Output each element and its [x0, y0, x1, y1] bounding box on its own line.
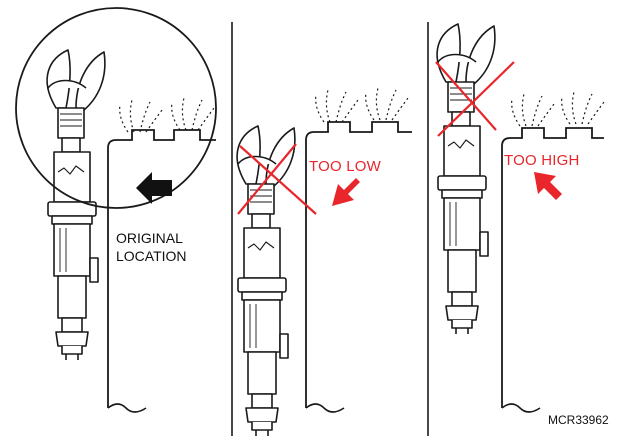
label-original-line2: LOCATION	[116, 248, 187, 264]
panel-original-location	[15, 7, 217, 413]
arrow-up-left-icon	[534, 172, 562, 200]
figure-code: MCR33962	[548, 413, 609, 427]
ground-profile-2	[305, 121, 412, 408]
arrow-left-icon	[136, 172, 172, 204]
sprinkler-original	[46, 49, 106, 361]
red-x-too-high	[435, 61, 515, 137]
ground-profile-1	[107, 129, 216, 408]
label-original-line1: ORIGINAL	[116, 230, 183, 246]
red-x-too-low	[237, 143, 317, 215]
panel-too-high	[435, 23, 605, 413]
sprinkler-too-high	[436, 23, 496, 335]
label-too-low: TOO LOW	[309, 158, 381, 175]
magnifier-circle	[15, 7, 217, 209]
ground-profile-3	[501, 127, 604, 408]
label-too-high: TOO HIGH	[504, 152, 580, 169]
sprinkler-too-low	[236, 125, 296, 437]
panel-too-low	[236, 87, 412, 437]
arrow-down-left-icon	[332, 178, 360, 206]
